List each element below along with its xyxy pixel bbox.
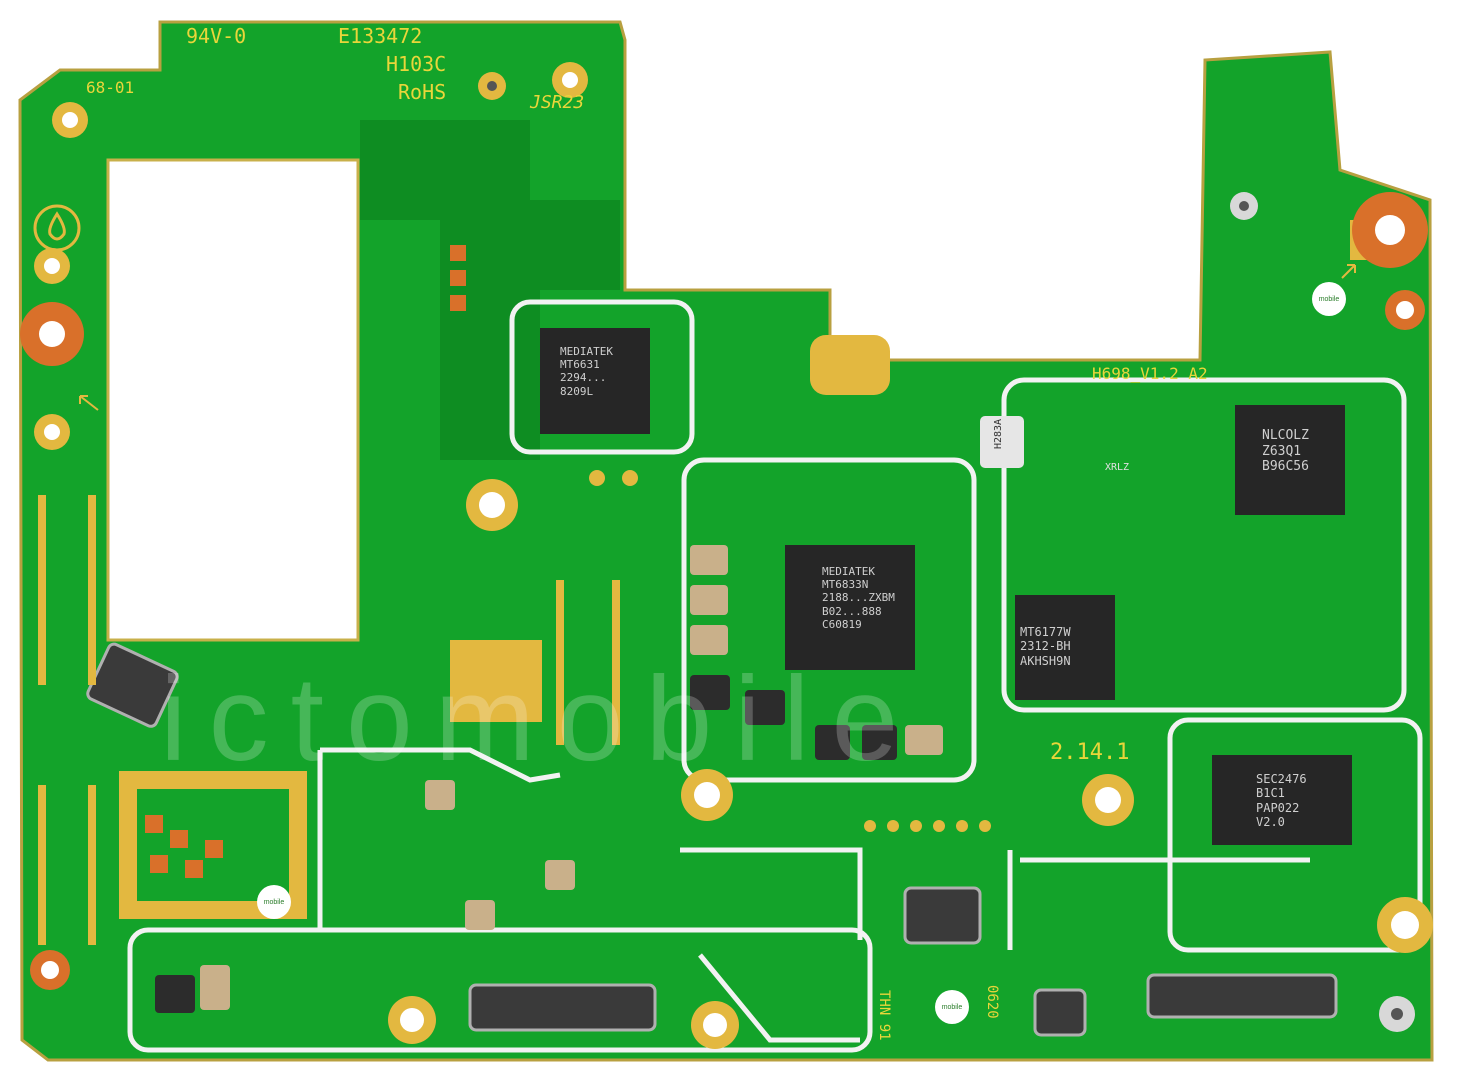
pmic-small-marking: MEDIATEK MT6631 2294... 8209L bbox=[560, 345, 613, 398]
orange-pads bbox=[145, 245, 466, 878]
gold-ring-holes bbox=[34, 62, 1433, 1049]
mounting-hole-right2 bbox=[1385, 290, 1425, 330]
connector-bottom-main bbox=[468, 983, 657, 1032]
rohs-label: RoHS bbox=[398, 80, 447, 104]
file-number: E133472 bbox=[338, 24, 423, 48]
stamp-label: 0620 bbox=[984, 985, 1000, 1019]
antenna-connector-top bbox=[1230, 192, 1258, 220]
antenna-connector-bottom bbox=[1379, 996, 1415, 1032]
watermark-text: ictomobile bbox=[160, 652, 921, 786]
connector-left bbox=[86, 642, 179, 728]
pmic-marking: MT6177W 2312-BH AKHSH9N bbox=[1020, 625, 1071, 668]
shield-frame-bottom bbox=[127, 927, 873, 1053]
gold-frame bbox=[119, 771, 307, 919]
gold-strip bbox=[810, 335, 890, 395]
test-points bbox=[589, 470, 991, 832]
dark-inductors bbox=[155, 675, 897, 1013]
shield-region-top bbox=[360, 120, 620, 460]
camera-cutout bbox=[106, 158, 360, 642]
rev-label: 68-01 bbox=[86, 78, 135, 97]
mounting-hole-left bbox=[20, 302, 84, 366]
board-outline bbox=[18, 20, 1434, 1062]
memory-marking: SEC2476 B1C1 PAP022 V2.0 bbox=[1256, 772, 1307, 830]
chip-soc bbox=[785, 545, 915, 670]
gold-ring-hole-centers bbox=[44, 72, 1419, 1037]
signature: JSR23 bbox=[530, 92, 585, 113]
shield-frame-mem bbox=[1167, 717, 1423, 953]
pad-row-left-1 bbox=[38, 495, 620, 945]
chip-memory bbox=[1212, 755, 1352, 845]
small-chip-marking: XRLZ bbox=[1105, 462, 1130, 473]
passives bbox=[200, 545, 943, 1010]
shield-frame-pmic-small bbox=[509, 299, 695, 455]
watermark-badge-2: mobile bbox=[257, 885, 291, 919]
date-mark: 2.14.1 bbox=[1050, 740, 1130, 765]
crystal-marking: H283A bbox=[993, 418, 1005, 450]
watermark-badge-1: mobile bbox=[1312, 282, 1346, 316]
antenna-connector-top-left bbox=[478, 72, 506, 100]
arrow-marks bbox=[79, 264, 1356, 411]
gold-pad bbox=[450, 640, 542, 722]
chip-pmic-small bbox=[540, 328, 650, 434]
chip-rf bbox=[1235, 405, 1345, 515]
cert-label: 94V-0 bbox=[186, 24, 247, 48]
connector-small bbox=[1033, 988, 1087, 1037]
crystal bbox=[980, 416, 1024, 468]
thn-label: THN 91 bbox=[876, 990, 892, 1041]
model-label: H698_V1.2 A2 bbox=[1092, 364, 1208, 383]
mounting-hole-right bbox=[1352, 192, 1428, 268]
board-code: H103C bbox=[386, 52, 447, 76]
connector-bottom-right bbox=[1146, 973, 1338, 1019]
mounting-hole-bl bbox=[30, 950, 70, 990]
shield-frame-rf bbox=[1001, 377, 1407, 713]
chip-pmic bbox=[1015, 595, 1115, 700]
rf-marking: NLCOLZ Z63Q1 B96C56 bbox=[1262, 428, 1309, 475]
shield-frame-soc bbox=[681, 457, 977, 783]
shield-trace bbox=[317, 747, 1310, 1043]
water-drop-icon bbox=[33, 204, 81, 252]
connector-mid bbox=[903, 886, 982, 945]
watermark-badge-3: mobile bbox=[935, 990, 969, 1024]
soc-marking: MEDIATEK MT6833N 2188...ZXBM B02...888 C… bbox=[822, 565, 895, 631]
